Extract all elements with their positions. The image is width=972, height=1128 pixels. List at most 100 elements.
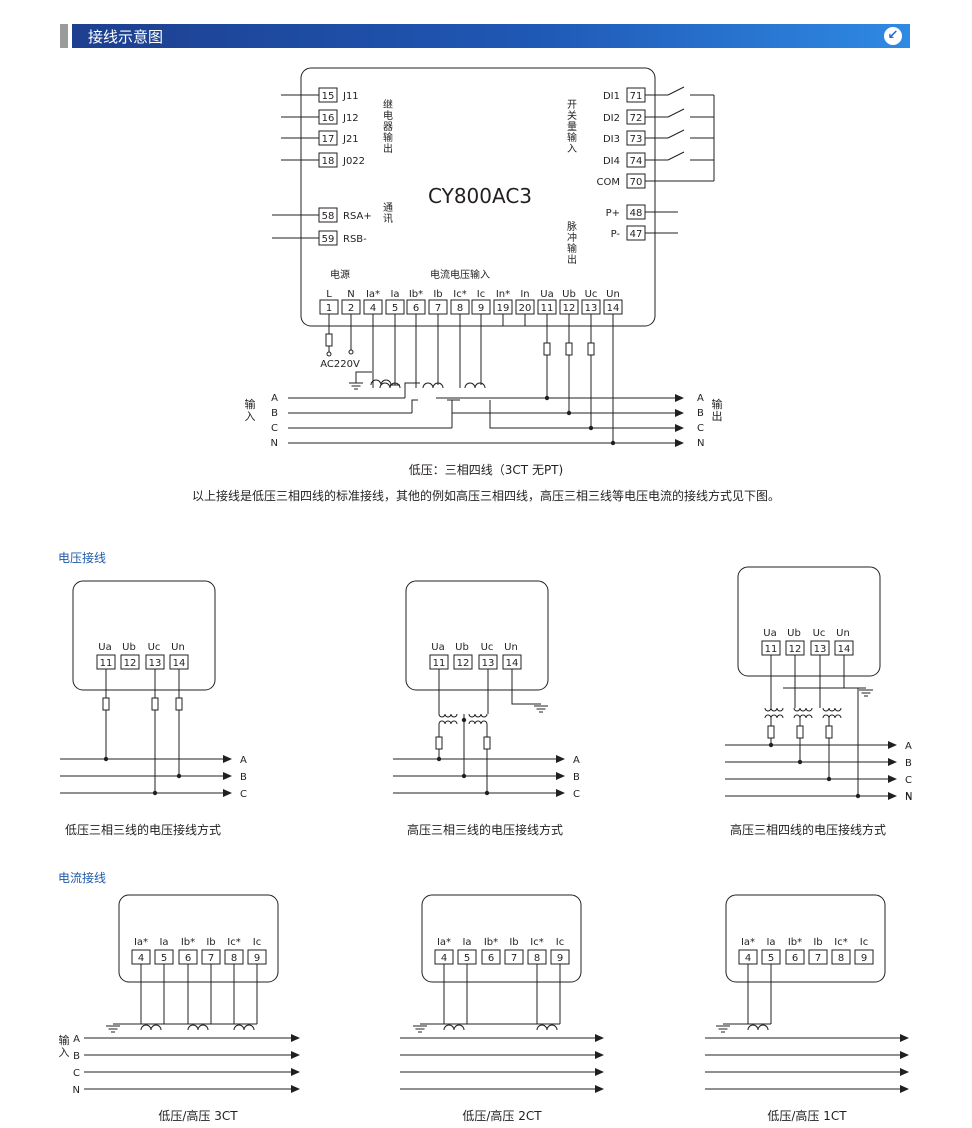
terminal-number: 8 [457, 303, 463, 314]
v2-terminal-12 [453, 654, 473, 670]
voltage-section-title: 电压接线 [58, 550, 106, 565]
v1-phase-label: A [240, 755, 247, 766]
switch-contact-icon [667, 129, 685, 139]
section-header: 接线示意图 ↙ [60, 24, 910, 48]
terminal-name-8: Ic* [453, 289, 466, 300]
input-side-label: 输入 [245, 397, 256, 423]
arrow-head-icon [556, 789, 565, 797]
arrow-head-icon [888, 775, 897, 783]
current-caption-1: 低压/高压 3CT [158, 1108, 238, 1123]
current-transformer-icon [233, 1024, 255, 1031]
c1-terminal-name-4: Ia* [134, 937, 148, 948]
terminal-number: 9 [557, 953, 563, 964]
c3-terminal-name-4: Ia* [741, 937, 755, 948]
power-label: 电源 [330, 268, 350, 281]
terminal-number: 5 [464, 953, 470, 964]
phase-arrow-icon [675, 439, 684, 447]
phase-label-out-N: N [697, 438, 704, 449]
c2-terminal-7 [504, 949, 524, 965]
fuse-icon [102, 697, 110, 711]
v3-phase-label: B [905, 758, 912, 769]
arrow-head-icon [595, 1085, 604, 1093]
v1-terminal-name-13: Uc [148, 642, 161, 653]
terminal-number: 11 [100, 658, 113, 669]
c1-phase-label: N [73, 1085, 80, 1096]
junction-dot [797, 759, 803, 765]
c3-terminal-7 [808, 949, 828, 965]
terminal-name-11: Ua [540, 289, 553, 300]
c3-terminal-name-5: Ia [766, 937, 775, 948]
switch-contact-icon [667, 108, 685, 118]
v2-phase-label: C [573, 789, 580, 800]
junction-dot [461, 717, 467, 723]
terminal-name-4: Ia* [366, 289, 380, 300]
terminal-number: 4 [441, 953, 447, 964]
fuse-icon [151, 697, 159, 711]
c2-terminal-name-8: Ic* [530, 937, 543, 948]
terminal-name-17: J21 [342, 134, 359, 145]
phase-label-out-A: A [697, 393, 704, 404]
v2-terminal-name-14: Un [504, 642, 518, 653]
arrow-head-icon [888, 792, 897, 800]
v1-terminal-12 [120, 654, 140, 670]
phase-arrow-icon [675, 394, 684, 402]
terminal-number: 12 [789, 644, 802, 655]
c2-terminal-name-9: Ic [556, 937, 564, 948]
current-transformer-icon [187, 1024, 209, 1031]
terminal-number: 12 [457, 658, 470, 669]
switch-contact-icon [667, 151, 685, 161]
arrow-head-icon [900, 1085, 909, 1093]
phase-arrow-icon [675, 424, 684, 432]
terminal-number: 14 [173, 658, 186, 669]
fuse-icon [767, 725, 775, 739]
junction-dot [176, 773, 182, 779]
pt-icon [793, 707, 813, 712]
v3-terminal-name-14: Un [836, 628, 850, 639]
current-transformer-icon [422, 382, 444, 389]
terminal-name-74: DI4 [603, 156, 620, 167]
terminal-number: 70 [630, 177, 643, 188]
arrow-head-icon [900, 1068, 909, 1076]
pt-icon [438, 713, 458, 718]
meter-body [300, 67, 656, 327]
pt-icon [822, 714, 842, 719]
terminal-number: 19 [497, 303, 510, 314]
pt-icon [764, 714, 784, 719]
arrow-head-icon [888, 758, 897, 766]
junction-dot [768, 742, 774, 748]
arrow-down-left-icon[interactable]: ↙ [884, 27, 902, 45]
phase-arrow-icon [675, 409, 684, 417]
current-section-title: 电流接线 [58, 870, 106, 885]
voltage-meter-3 [737, 566, 881, 677]
current-caption-2: 低压/高压 2CT [462, 1108, 542, 1123]
terminal-name-48: P+ [606, 208, 620, 219]
junction-dot [566, 410, 572, 416]
c1-terminal-name-9: Ic [253, 937, 261, 948]
ground-lead [355, 371, 372, 383]
terminal-number: 7 [511, 953, 517, 964]
v1-phase-label: B [240, 772, 247, 783]
fuse-icon [175, 697, 183, 711]
arrow-head-icon [291, 1085, 300, 1093]
c3-terminal-name-7: Ib [813, 937, 822, 948]
terminal-name-13: Uc [585, 289, 598, 300]
terminal-number: 9 [254, 953, 260, 964]
v2-terminal-name-12: Ub [455, 642, 469, 653]
current-transformer-icon [140, 1024, 162, 1031]
arrow-head-icon [556, 772, 565, 780]
terminal-point-icon [326, 351, 332, 357]
current-caption-3: 低压/高压 1CT [767, 1108, 847, 1123]
terminal-number: 4 [370, 303, 376, 314]
terminal-number: 9 [861, 953, 867, 964]
phase-label-in-N: N [271, 438, 278, 449]
arrow-head-icon [291, 1051, 300, 1059]
terminal-number: 4 [138, 953, 144, 964]
terminal-number: 20 [519, 303, 532, 314]
terminal-number: 5 [392, 303, 398, 314]
fuse-icon [565, 342, 573, 356]
terminal-name-14: Un [606, 289, 620, 300]
current-transformer-icon [443, 1024, 465, 1031]
terminal-number: 7 [208, 953, 214, 964]
terminal-number: 2 [348, 303, 354, 314]
terminal-name-12: Ub [562, 289, 576, 300]
